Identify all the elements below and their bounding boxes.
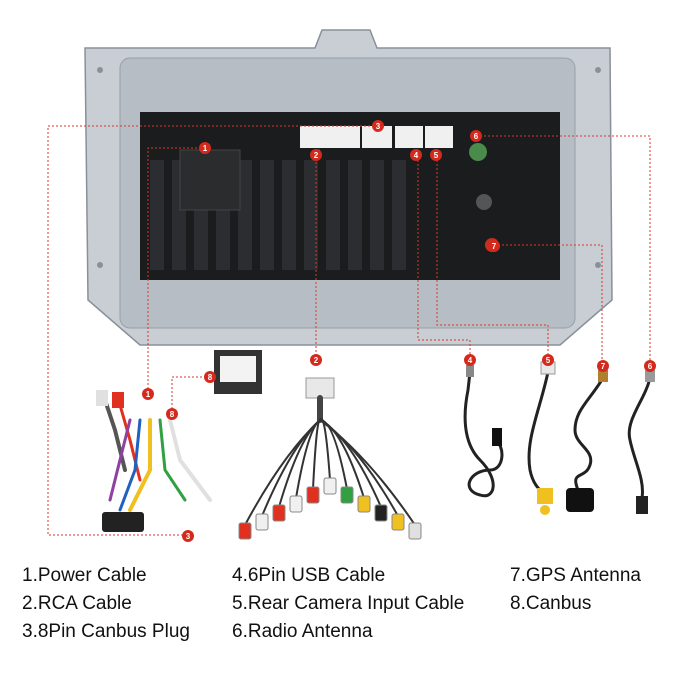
leader-line-8 <box>171 376 210 412</box>
heatsink-fin <box>260 160 274 270</box>
heatsink-fin <box>304 160 318 270</box>
rca-lead-wire <box>312 418 321 490</box>
rca-plug <box>340 486 354 504</box>
svg-text:1: 1 <box>203 144 208 153</box>
leader-line-3 <box>47 125 378 536</box>
rca-plug <box>374 504 388 522</box>
rca-lead-wire <box>319 417 331 481</box>
rca-lead-wire <box>319 419 416 526</box>
legend-column-1: 1.Power Cable 2.RCA Cable 3.8Pin Canbus … <box>22 562 190 646</box>
svg-text:8: 8 <box>170 410 175 419</box>
marker-1: 1 <box>199 142 211 154</box>
marker-2: 2 <box>310 354 322 366</box>
rca-plug <box>255 513 269 531</box>
marker-2: 2 <box>310 149 322 161</box>
rca-harness-icon <box>238 377 422 540</box>
marker-7: 7 <box>488 240 500 252</box>
legend-column-2: 4.6Pin USB Cable 5.Rear Camera Input Cab… <box>232 562 464 646</box>
svg-text:5: 5 <box>546 356 551 365</box>
gps-antenna-icon <box>566 370 608 512</box>
rca-plug <box>323 477 337 495</box>
svg-text:7: 7 <box>492 242 497 251</box>
svg-text:1: 1 <box>146 390 151 399</box>
marker-5: 5 <box>542 354 554 366</box>
marker-7: 7 <box>597 360 609 372</box>
legend-item-power-cable: 1.Power Cable <box>22 565 147 586</box>
legend-column-3: 7.GPS Antenna 8.Canbus <box>510 562 641 618</box>
svg-text:6: 6 <box>474 132 479 141</box>
marker-3: 3 <box>372 120 384 132</box>
leader-line-7 <box>494 244 603 366</box>
svg-text:2: 2 <box>314 151 319 160</box>
legend-item-canbus-plug: 3.8Pin Canbus Plug <box>22 621 190 642</box>
rca-plug <box>238 522 252 540</box>
rca-plug <box>272 504 286 522</box>
legend-item-rear-camera-cable: 5.Rear Camera Input Cable <box>232 593 465 614</box>
heatsink-fin <box>370 160 384 270</box>
svg-text:4: 4 <box>468 356 473 365</box>
svg-text:8: 8 <box>208 373 213 382</box>
heatsink-fin <box>282 160 296 270</box>
heatsink-fin <box>326 160 340 270</box>
marker-6: 6 <box>644 360 656 372</box>
marker-5: 5 <box>430 149 442 161</box>
svg-text:7: 7 <box>601 362 606 371</box>
svg-text:3: 3 <box>376 122 381 131</box>
rca-plug <box>408 522 422 540</box>
svg-text:5: 5 <box>434 151 439 160</box>
heatsink-fin <box>150 160 164 270</box>
legend-item-rca-cable: 2.RCA Cable <box>22 593 132 614</box>
leader-line-6 <box>476 135 651 366</box>
rca-port <box>300 126 360 148</box>
leader-line-1 <box>147 147 205 395</box>
usb-cable-icon <box>463 365 504 498</box>
svg-text:3: 3 <box>186 532 191 541</box>
port-5 <box>425 126 453 148</box>
back-panel <box>140 112 560 280</box>
power-port <box>179 149 241 211</box>
power-harness-icon <box>96 390 212 532</box>
marker-8: 8 <box>204 371 216 383</box>
rear-camera-cable-icon <box>527 361 556 515</box>
svg-text:2: 2 <box>314 356 319 365</box>
number-markers: 1 2 3 4 5 6 7 1 2 8 8 4 5 7 6 3 <box>142 120 656 542</box>
leader-line-5 <box>436 152 549 358</box>
rca-plug <box>289 495 303 513</box>
legend-item-usb-cable: 4.6Pin USB Cable <box>232 565 386 586</box>
rca-lead-wire <box>295 419 321 499</box>
heatsink-fin <box>392 160 406 270</box>
svg-text:4: 4 <box>414 151 419 160</box>
rca-plug <box>306 486 320 504</box>
port-4 <box>395 126 423 148</box>
marker-3: 3 <box>182 530 194 542</box>
marker-6: 6 <box>470 130 482 142</box>
heatsink-fins <box>150 160 406 270</box>
radio-antenna-icon <box>627 370 655 514</box>
rca-plug <box>357 495 371 513</box>
marker-4: 4 <box>410 149 422 161</box>
legend-item-gps-antenna: 7.GPS Antenna <box>510 565 641 586</box>
heatsink-fin <box>238 160 252 270</box>
canbus-box-icon <box>214 350 262 394</box>
marker-4: 4 <box>464 354 476 366</box>
legend-item-canbus: 8.Canbus <box>510 593 592 614</box>
rca-plug <box>391 513 405 531</box>
leader-line-4 <box>417 152 471 358</box>
radio-antenna-port <box>469 143 487 161</box>
port-3 <box>362 126 392 148</box>
marker-8: 8 <box>166 408 178 420</box>
svg-text:6: 6 <box>648 362 653 371</box>
marker-1: 1 <box>142 388 154 400</box>
fan-hub <box>476 194 492 210</box>
heatsink-fin <box>348 160 362 270</box>
legend-item-radio-antenna: 6.Radio Antenna <box>232 621 373 642</box>
